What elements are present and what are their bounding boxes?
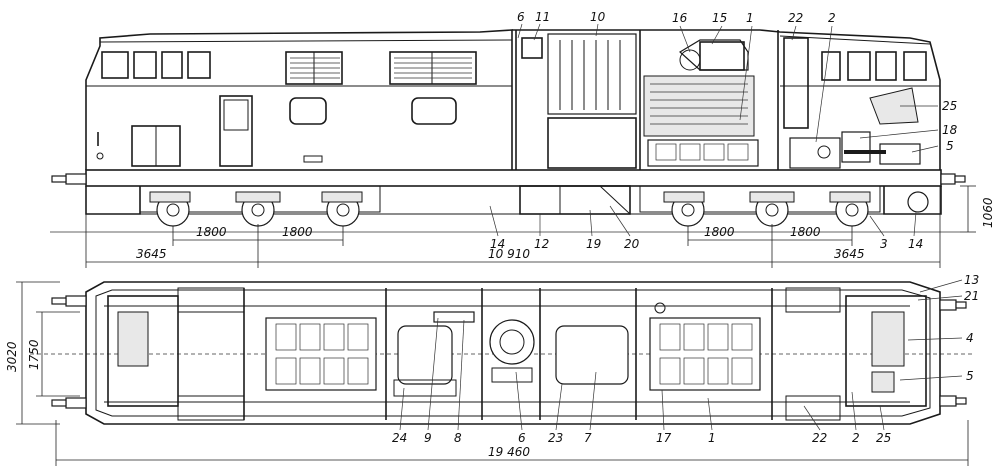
plan-callout-5: 5	[966, 369, 974, 383]
callout-22: 22	[788, 11, 803, 25]
engine-room-cutaway	[515, 30, 927, 170]
louvre-left	[285, 51, 343, 85]
callout-10: 10	[590, 10, 606, 24]
callout-1: 1	[746, 11, 754, 25]
plan-callout-1: 1	[708, 431, 716, 445]
dim-1060: 1060	[981, 197, 995, 228]
dim-1800-b: 1800	[282, 225, 313, 239]
dim-3020: 3020	[5, 341, 19, 372]
dim-1800-d: 1800	[790, 225, 821, 239]
engine-block-1	[265, 317, 377, 391]
plan-callout-13: 13	[964, 273, 979, 287]
side-elevation: 6 11 10 16 15 1 22 2 25 18 5 14 12 19 20…	[50, 10, 995, 268]
callout-25: 25	[942, 99, 957, 113]
louvre-right	[389, 51, 477, 85]
callout-6: 6	[517, 10, 525, 24]
plan-callout-21: 21	[964, 289, 979, 303]
plan-callout-6: 6	[518, 431, 526, 445]
bogie-front	[139, 185, 381, 227]
bogie-rear	[639, 185, 929, 227]
engine-block-2	[649, 302, 761, 391]
dim-3645-b: 3645	[834, 247, 865, 261]
dim-1800-a: 1800	[196, 225, 227, 239]
plan-callout-17: 17	[656, 431, 672, 445]
callout-18: 18	[942, 123, 958, 137]
plan-callout-8: 8	[454, 431, 462, 445]
plan-callout-23: 23	[548, 431, 563, 445]
plan-callout-22: 22	[812, 431, 827, 445]
callout-14a: 14	[490, 237, 505, 251]
callout-16: 16	[672, 11, 688, 25]
callout-3: 3	[880, 237, 888, 251]
plan-callout-2: 2	[852, 431, 860, 445]
plan-view: 13 21 4 5 24 9 8 6 23 7 17 1 22 2 25	[5, 273, 979, 466]
callout-12: 12	[534, 237, 549, 251]
plan-callout-9: 9	[424, 431, 432, 445]
callout-20: 20	[624, 237, 640, 251]
dim-10910: 10 910	[488, 247, 530, 261]
plan-callout-24: 24	[392, 431, 407, 445]
callout-2: 2	[828, 11, 836, 25]
callout-15: 15	[712, 11, 727, 25]
callout-19: 19	[586, 237, 601, 251]
plan-callout-4: 4	[966, 331, 974, 345]
callout-11: 11	[535, 10, 550, 24]
dim-19460: 19 460	[488, 445, 530, 459]
dim-3645-a: 3645	[136, 247, 167, 261]
dim-1750: 1750	[27, 339, 41, 370]
callout-5: 5	[946, 139, 954, 153]
callout-14b: 14	[908, 237, 923, 251]
plan-callout-7: 7	[584, 431, 592, 445]
dim-1800-c: 1800	[704, 225, 735, 239]
plan-callout-25: 25	[876, 431, 891, 445]
